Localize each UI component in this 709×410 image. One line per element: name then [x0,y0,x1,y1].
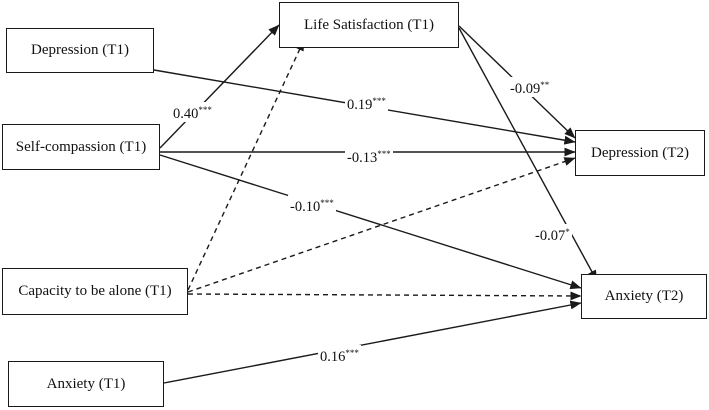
coef-sig: *** [377,149,391,159]
node-self-compassion-t1-label: Self-compassion (T1) [15,138,147,155]
coef-sig: *** [198,105,212,115]
node-capacity-alone-t1: Capacity to be alone (T1) [2,268,188,315]
coef-selfcomp-to-lifesat: 0.40*** [171,102,214,122]
coef-selfcomp-to-anx2: -0.10*** [288,195,336,215]
coef-value: -0.10 [290,199,321,215]
node-depression-t1-label: Depression (T1) [31,42,129,58]
path-selfcomp-to-lifesat [159,24,280,149]
coef-lifesat-to-anx2: -0.07* [533,224,572,244]
coef-value: -0.07 [535,228,566,244]
coef-value: 0.16 [320,349,346,365]
coef-value: -0.09 [510,81,541,97]
node-depression-t2-label: Depression (T2) [591,144,689,161]
node-anxiety-t2: Anxiety (T2) [581,274,707,319]
coef-value: 0.40 [173,106,199,122]
coef-lifesat-to-dep2: -0.09** [508,77,552,97]
coef-sig: *** [320,198,334,208]
coef-value: 0.19 [347,97,373,113]
path-selfcomp-to-anx2 [159,154,582,290]
coef-anx1-to-anx2: 0.16*** [318,345,361,365]
path-anx1-to-anx2 [163,300,582,384]
path-capacity-to-lifesat [187,39,305,291]
coef-value: -0.13 [347,150,378,166]
node-life-satisfaction-t1: Life Satisfaction (T1) [279,2,459,48]
coef-sig: ** [540,80,550,90]
coef-selfcomp-to-dep2: -0.13*** [345,146,393,166]
node-depression-t1: Depression (T1) [6,28,154,73]
node-anxiety-t1: Anxiety (T1) [8,361,164,407]
coef-sig: *** [372,96,386,106]
node-anxiety-t2-label: Anxiety (T2) [604,288,684,304]
node-self-compassion-t1: Self-compassion (T1) [2,124,160,170]
node-capacity-alone-t1-label: Capacity to be alone (T1) [18,283,172,299]
path-capacity-to-anx2 [187,291,582,301]
coef-sig: * [565,227,570,237]
path-lifesat-to-anx2 [458,27,598,282]
node-anxiety-t1-label: Anxiety (T1) [46,375,126,392]
coef-sig: *** [345,348,359,358]
node-life-satisfaction-t1-label: Life Satisfaction (T1) [304,16,434,33]
coef-dep1-to-dep2: 0.19*** [345,93,388,113]
node-depression-t2: Depression (T2) [575,130,705,176]
